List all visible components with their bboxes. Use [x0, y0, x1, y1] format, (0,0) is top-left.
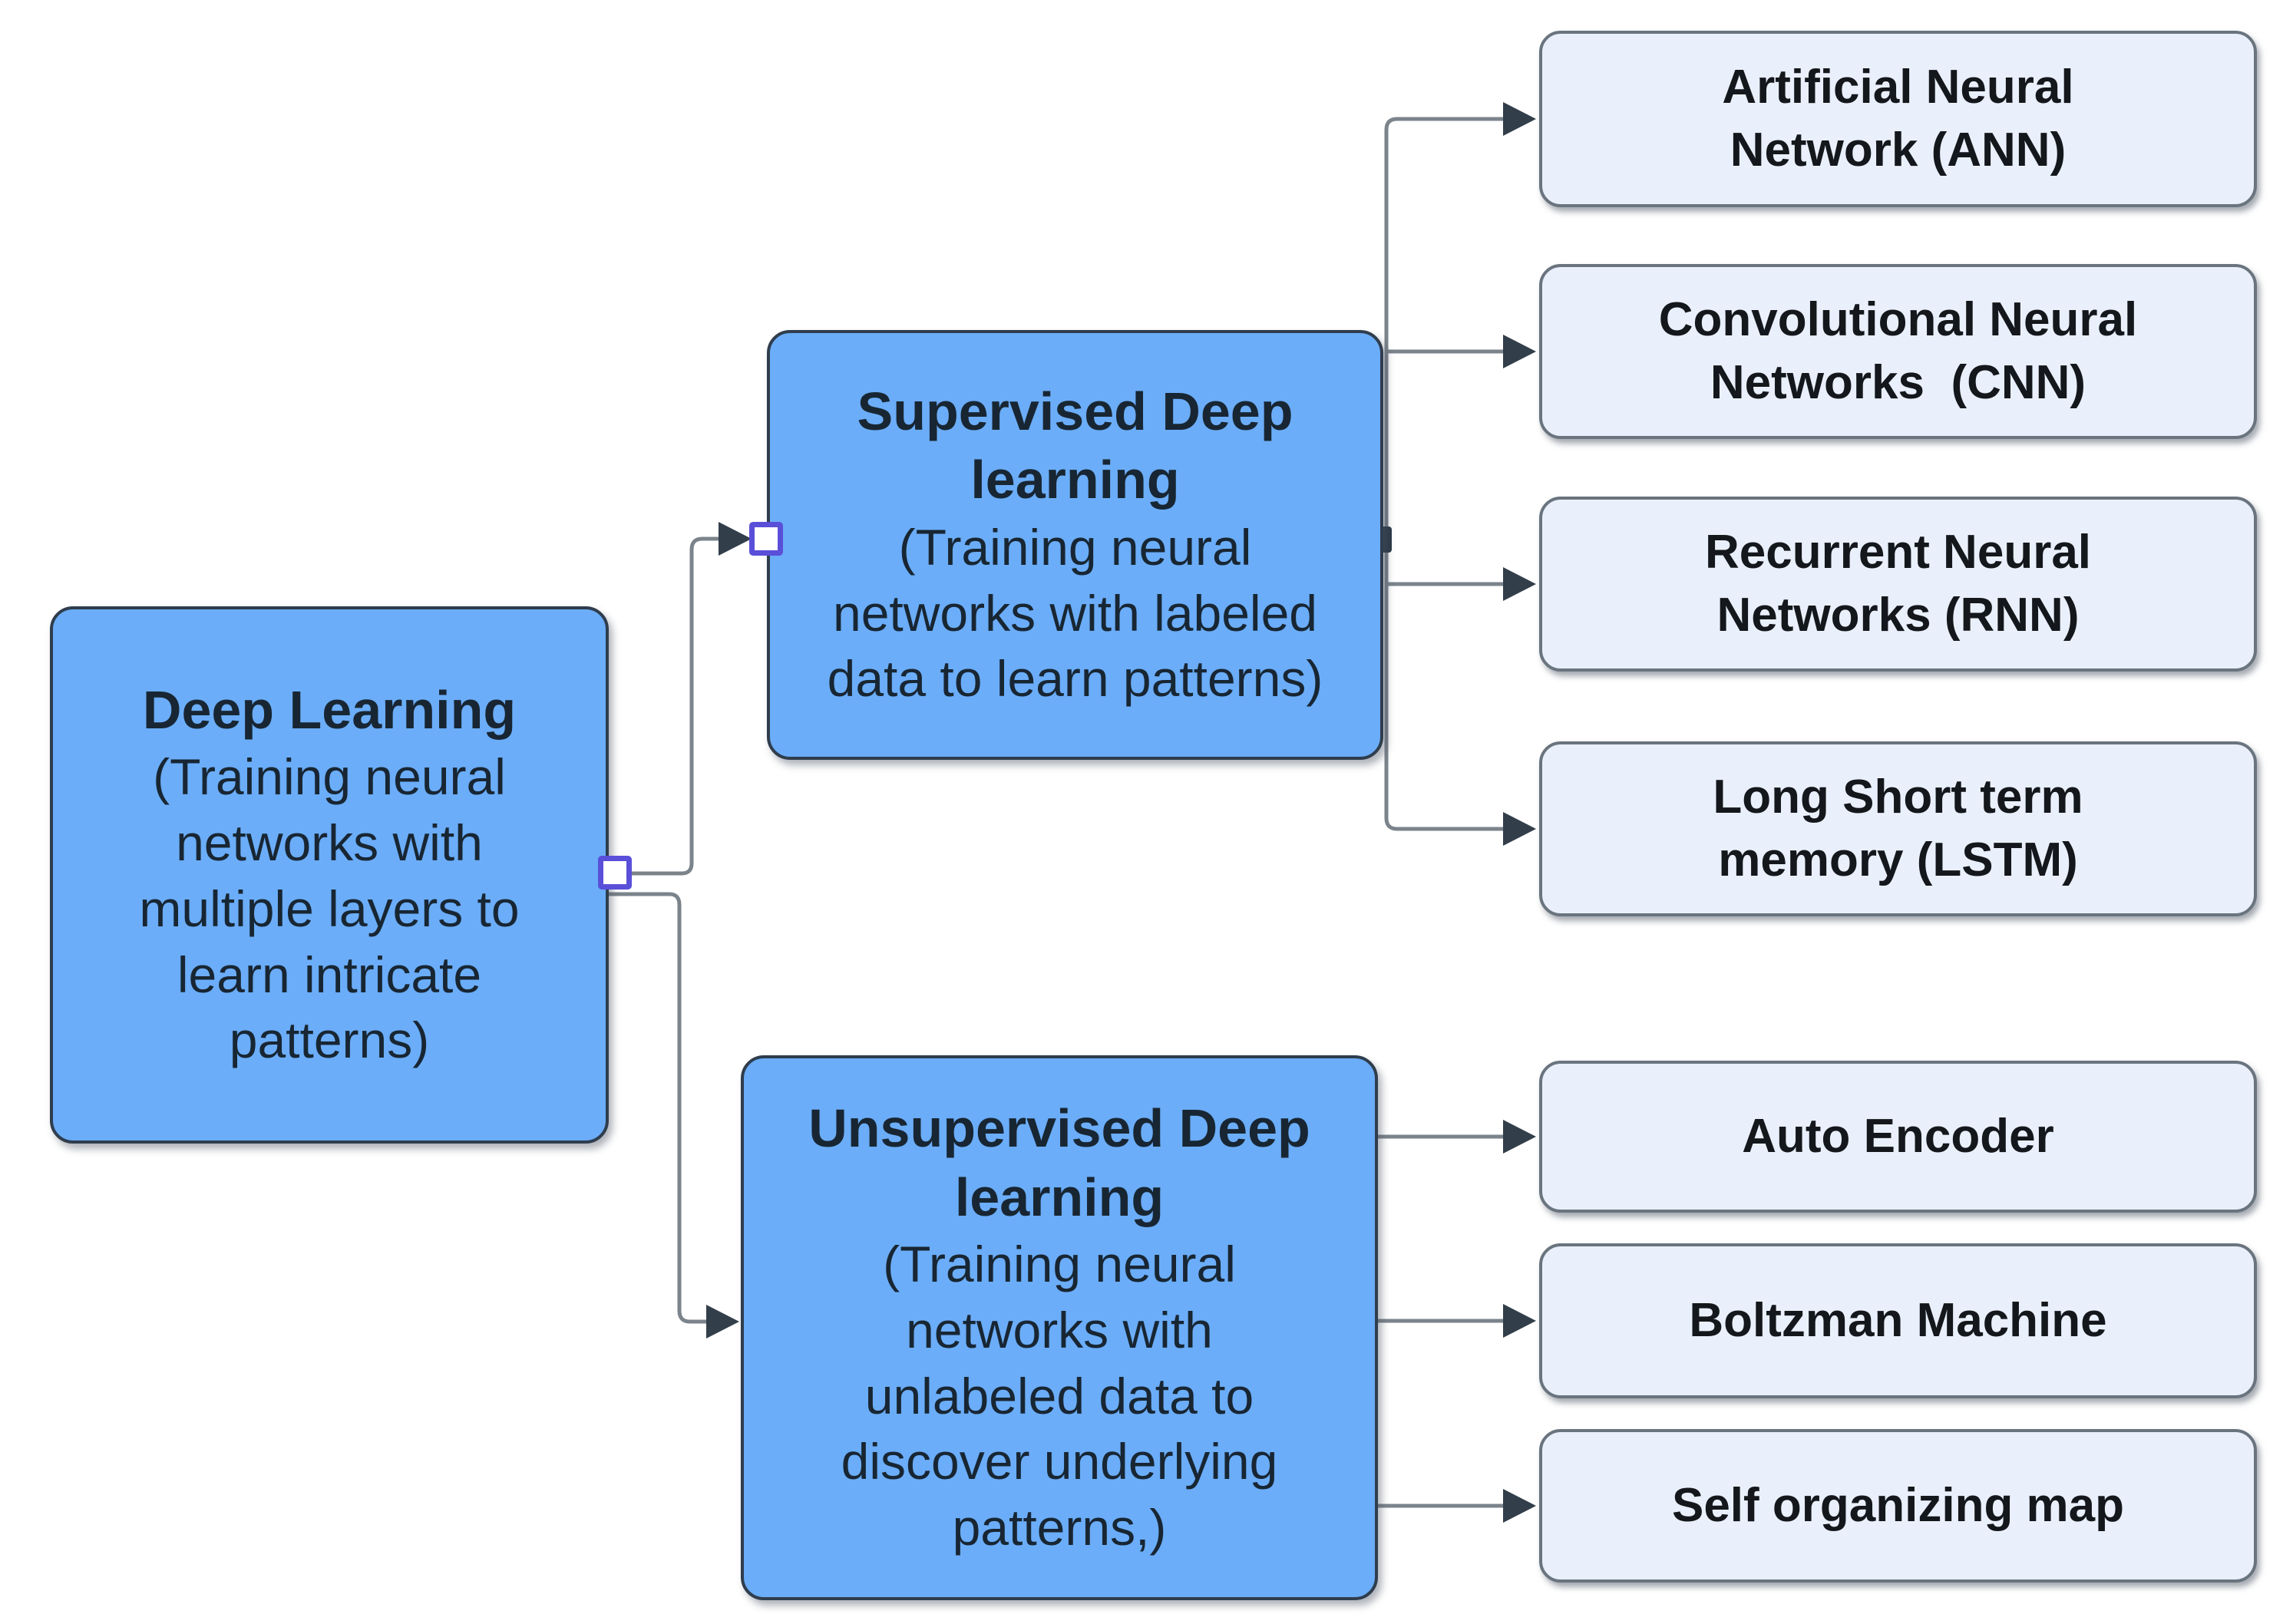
node-auto-encoder-label: Auto Encoder [1742, 1110, 2054, 1164]
node-artificial-neural-network[interactable]: Artificial Neural Network (ANN) [1539, 31, 2257, 207]
node-auto-encoder[interactable]: Auto Encoder [1539, 1061, 2257, 1213]
node-boltzman-machine[interactable]: Boltzman Machine [1539, 1243, 2257, 1398]
arrowhead-rnn [1503, 567, 1536, 601]
arrowhead-boltzman [1503, 1304, 1536, 1338]
arrowhead-lstm [1503, 812, 1536, 846]
node-self-organizing-map-label: Self organizing map [1671, 1479, 2125, 1533]
node-convolutional-neural-networks[interactable]: Convolutional Neural Networks (CNN) [1539, 264, 2257, 439]
node-deep-learning[interactable]: Deep Learning (Training neural networks … [50, 606, 609, 1144]
node-boltzman-machine-label: Boltzman Machine [1689, 1294, 2107, 1348]
node-ann-label: Artificial Neural Network (ANN) [1722, 61, 2074, 177]
node-lstm-label: Long Short term memory (LSTM) [1713, 771, 2083, 886]
arrowhead-cnn [1503, 335, 1536, 368]
node-self-organizing-map[interactable]: Self organizing map [1539, 1429, 2257, 1583]
node-deep-learning-body: (Training neural networks with multiple … [139, 748, 520, 1069]
arrowhead-auto-encoder [1503, 1120, 1536, 1154]
node-recurrent-neural-networks[interactable]: Recurrent Neural Networks (RNN) [1539, 497, 2257, 672]
node-unsupervised-title: Unsupervised Deep learning [808, 1098, 1310, 1227]
connector-root-unsupervised [609, 892, 709, 1324]
node-deep-learning-title: Deep Learning [142, 679, 517, 740]
node-supervised-body: (Training neural networks with labeled d… [827, 518, 1323, 708]
node-unsupervised-body: (Training neural networks with unlabeled… [841, 1236, 1278, 1556]
node-supervised-title: Supervised Deep learning [857, 381, 1293, 510]
connection-handle-root-right[interactable] [598, 856, 632, 890]
node-cnn-label: Convolutional Neural Networks (CNN) [1658, 293, 2138, 409]
node-rnn-label: Recurrent Neural Networks (RNN) [1704, 526, 2092, 642]
connector-supervised-trunk [1384, 117, 1503, 831]
node-unsupervised-deep-learning[interactable]: Unsupervised Deep learning (Training neu… [741, 1055, 1378, 1600]
connection-handle-supervised-left[interactable] [749, 522, 783, 556]
arrowhead-supervised [719, 522, 752, 556]
connector-root-supervised [632, 536, 723, 876]
connection-stub-supervised [1381, 526, 1392, 553]
node-long-short-term-memory[interactable]: Long Short term memory (LSTM) [1539, 741, 2257, 916]
arrowhead-som [1503, 1489, 1536, 1523]
arrowhead-ann [1503, 102, 1536, 136]
node-supervised-deep-learning[interactable]: Supervised Deep learning (Training neura… [767, 330, 1383, 760]
arrowhead-unsupervised [706, 1305, 739, 1338]
